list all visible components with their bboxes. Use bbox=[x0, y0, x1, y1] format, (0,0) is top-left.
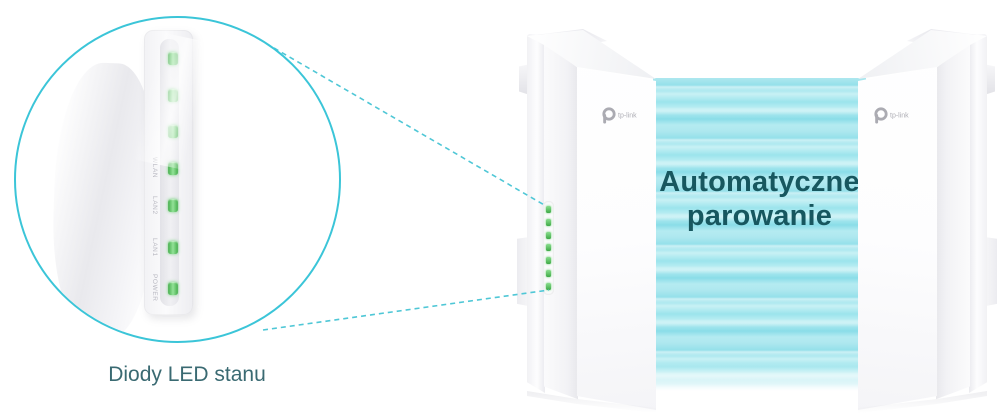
led-label: LAN1 bbox=[151, 237, 158, 257]
callout-dashed-line-bottom bbox=[262, 289, 550, 331]
device-led-indicator bbox=[546, 270, 551, 278]
device-front-face bbox=[577, 66, 656, 410]
device-edge-closeup bbox=[49, 61, 159, 340]
led-indicator bbox=[168, 124, 178, 138]
tp-link-logo-text: tp-link bbox=[618, 113, 637, 120]
device-led-indicator bbox=[546, 218, 551, 226]
led-label: POWER bbox=[151, 274, 158, 302]
tp-link-logo-text: tp-link bbox=[890, 113, 909, 120]
led-indicator bbox=[168, 198, 178, 212]
led-label: LAN2 bbox=[151, 195, 158, 215]
device-rear-fin bbox=[969, 34, 987, 393]
led-status-caption: Diody LED stanu bbox=[108, 363, 266, 386]
pairing-caption-line1: Automatyczne bbox=[659, 166, 860, 198]
led-label: WLAN bbox=[151, 157, 158, 179]
device-side-face bbox=[936, 39, 970, 401]
pairing-caption-line2: parowanie bbox=[686, 200, 833, 232]
tp-link-logo: tp-link bbox=[602, 107, 637, 124]
cpe-device-left: tp-link bbox=[514, 25, 656, 417]
device-led-indicator bbox=[546, 257, 551, 265]
led-indicator bbox=[168, 281, 178, 295]
led-indicator bbox=[168, 240, 178, 254]
pairing-caption: Automatyczne parowanie bbox=[653, 165, 866, 233]
pairing-beam: Automatyczne parowanie bbox=[653, 78, 866, 391]
device-led-strip bbox=[543, 201, 554, 295]
led-indicator bbox=[168, 51, 178, 65]
device-led-indicator bbox=[546, 244, 551, 252]
led-indicator bbox=[168, 88, 178, 102]
device-led-indicator bbox=[546, 231, 551, 239]
device-led-indicator bbox=[546, 206, 551, 213]
led-indicator bbox=[168, 161, 178, 175]
tp-link-logo: tp-link bbox=[874, 107, 909, 124]
cpe-device-right: tp-link bbox=[858, 25, 1000, 417]
device-front-face bbox=[858, 25, 937, 417]
device-led-indicator bbox=[546, 282, 551, 290]
